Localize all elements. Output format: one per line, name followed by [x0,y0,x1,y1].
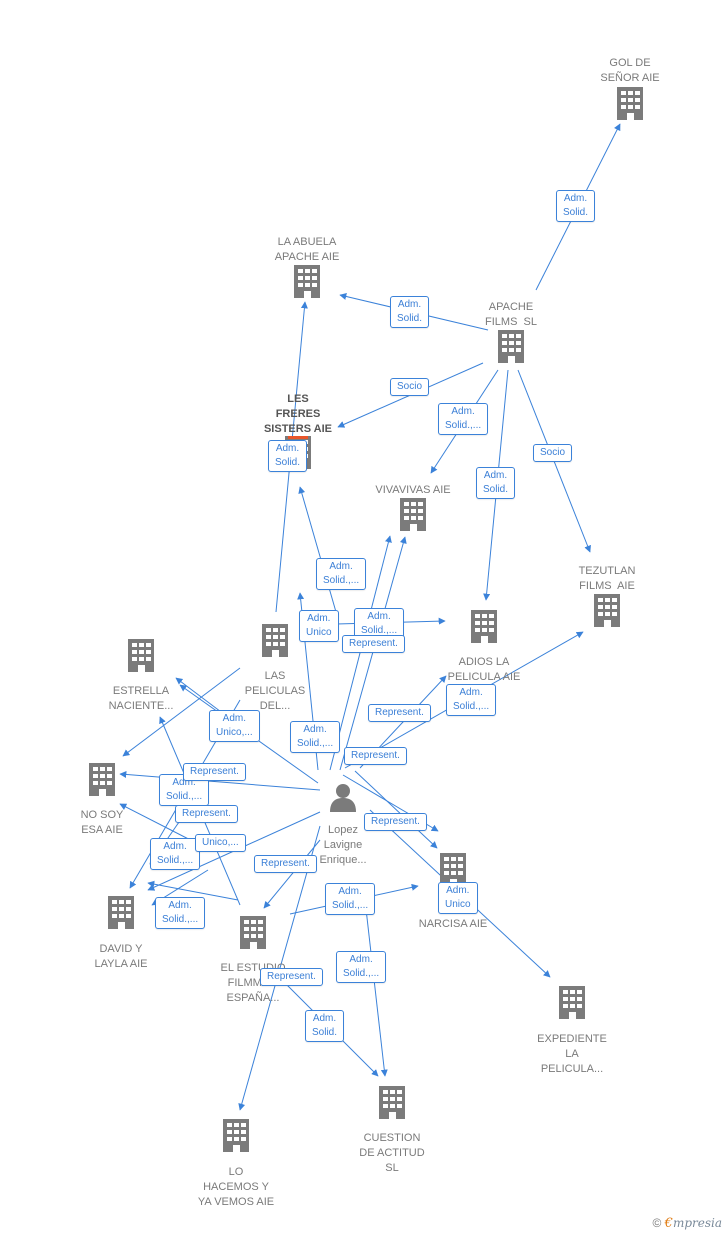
building-icon[interactable] [379,1086,405,1119]
edge-label[interactable]: Adm. Solid.,... [155,897,206,929]
edge-label[interactable]: Adm. Unico [438,882,478,914]
relation-edge [122,667,241,757]
building-icon[interactable] [262,624,288,657]
building-icon[interactable] [108,896,134,929]
relation-edge [263,839,321,909]
building-icon[interactable] [223,1119,249,1152]
building-icon[interactable] [400,498,426,531]
person-icon[interactable] [330,784,356,812]
edge-label[interactable]: Adm. Solid.,... [336,951,387,983]
building-icon[interactable] [498,330,524,363]
edge-label[interactable]: Adm. Solid. [476,467,516,499]
edge-label[interactable]: Adm. Solid. [305,1010,345,1042]
node-label-abuela[interactable]: LA ABUELA APACHE AIE [274,236,340,263]
node-label-adios[interactable]: ADIOS LA PELICULA AIE [447,656,521,683]
copyright-symbol: © [652,1216,662,1230]
relation-edge [119,771,321,791]
edge-label[interactable]: Adm. Unico,... [209,710,260,742]
building-icon[interactable] [559,986,585,1019]
edge-label[interactable]: Represent. [260,968,323,986]
brand-logo-mark[interactable]: € [664,1216,673,1231]
node-label-apache[interactable]: APACHE FILMS SL [485,301,537,328]
node-label-cuestion[interactable]: CUESTION DE ACTITUD SL [359,1132,425,1174]
building-icon[interactable] [240,916,266,949]
building-icon[interactable] [594,594,620,627]
node-label-nosoy[interactable]: NO SOY ESA AIE [80,809,124,836]
edge-label[interactable]: Unico,... [195,834,246,852]
node-label-vivavivas[interactable]: VIVAVIVAS AIE [375,484,451,496]
edge-label[interactable]: Represent. [183,763,246,781]
node-label-estrella[interactable]: ESTRELLA NACIENTE... [108,685,174,712]
edge-label[interactable]: Adm. Solid. [556,190,596,222]
building-icon[interactable] [617,87,643,120]
relation-edge [354,770,438,849]
building-icon[interactable] [294,265,320,298]
relation-edge [298,486,337,613]
edge-label[interactable]: Adm. Solid. [268,440,308,472]
edge-label[interactable]: Represent. [364,813,427,831]
footer: © €mpresia [652,1216,722,1231]
highlight-marker [288,436,308,439]
edge-label[interactable]: Adm. Solid.,... [290,721,341,753]
edge-label[interactable]: Represent. [368,704,431,722]
building-icon[interactable] [128,639,154,672]
node-label-gol[interactable]: GOL DE SEÑOR AIE [600,57,660,84]
relation-edge [339,536,407,771]
edge-label[interactable]: Adm. Solid.,... [438,403,489,435]
edge-label[interactable]: Represent. [342,635,405,653]
relation-edge [364,899,388,1077]
edge-label[interactable]: Represent. [175,805,238,823]
node-label-peliculas[interactable]: LAS PELICULAS DEL... [244,670,306,712]
building-icon[interactable] [471,610,497,643]
node-label-tezutlan[interactable]: TEZUTLAN FILMS AIE [578,565,636,592]
edge-label[interactable]: Represent. [344,747,407,765]
building-icon[interactable] [89,763,115,796]
edge-label[interactable]: Socio [390,378,430,396]
edge-label[interactable]: Adm. Solid.,... [150,838,201,870]
edge-label[interactable]: Represent. [254,855,317,873]
node-label-freres[interactable]: LES FRERES SISTERS AIE [263,393,333,435]
edge-label[interactable]: Adm. Solid.,... [354,608,405,640]
node-label-person[interactable]: Lopez Lavigne Enrique... [319,824,367,866]
edge-label[interactable]: Socio [533,444,573,462]
node-label-lohacemos[interactable]: LO HACEMOS Y YA VEMOS AIE [197,1166,275,1208]
node-label-david[interactable]: DAVID Y LAYLA AIE [94,943,148,970]
edge-label[interactable]: Adm. Solid.,... [325,883,376,915]
edge-label[interactable]: Adm. Unico [299,610,339,642]
edge-label[interactable]: Adm. Solid. [390,296,430,328]
edge-label[interactable]: Adm. Solid.,... [446,684,497,716]
node-label-estudio[interactable]: EL ESTUDIO FILMMA... ESPAÑA... [220,962,286,1004]
relation-edge [147,880,239,901]
node-label-expediente[interactable]: EXPEDIENTE LA PELICULA... [537,1033,607,1075]
brand-logo-text[interactable]: mpresia [672,1216,722,1230]
icons-layer [89,87,643,1152]
edge-label[interactable]: Adm. Solid.,... [316,558,367,590]
